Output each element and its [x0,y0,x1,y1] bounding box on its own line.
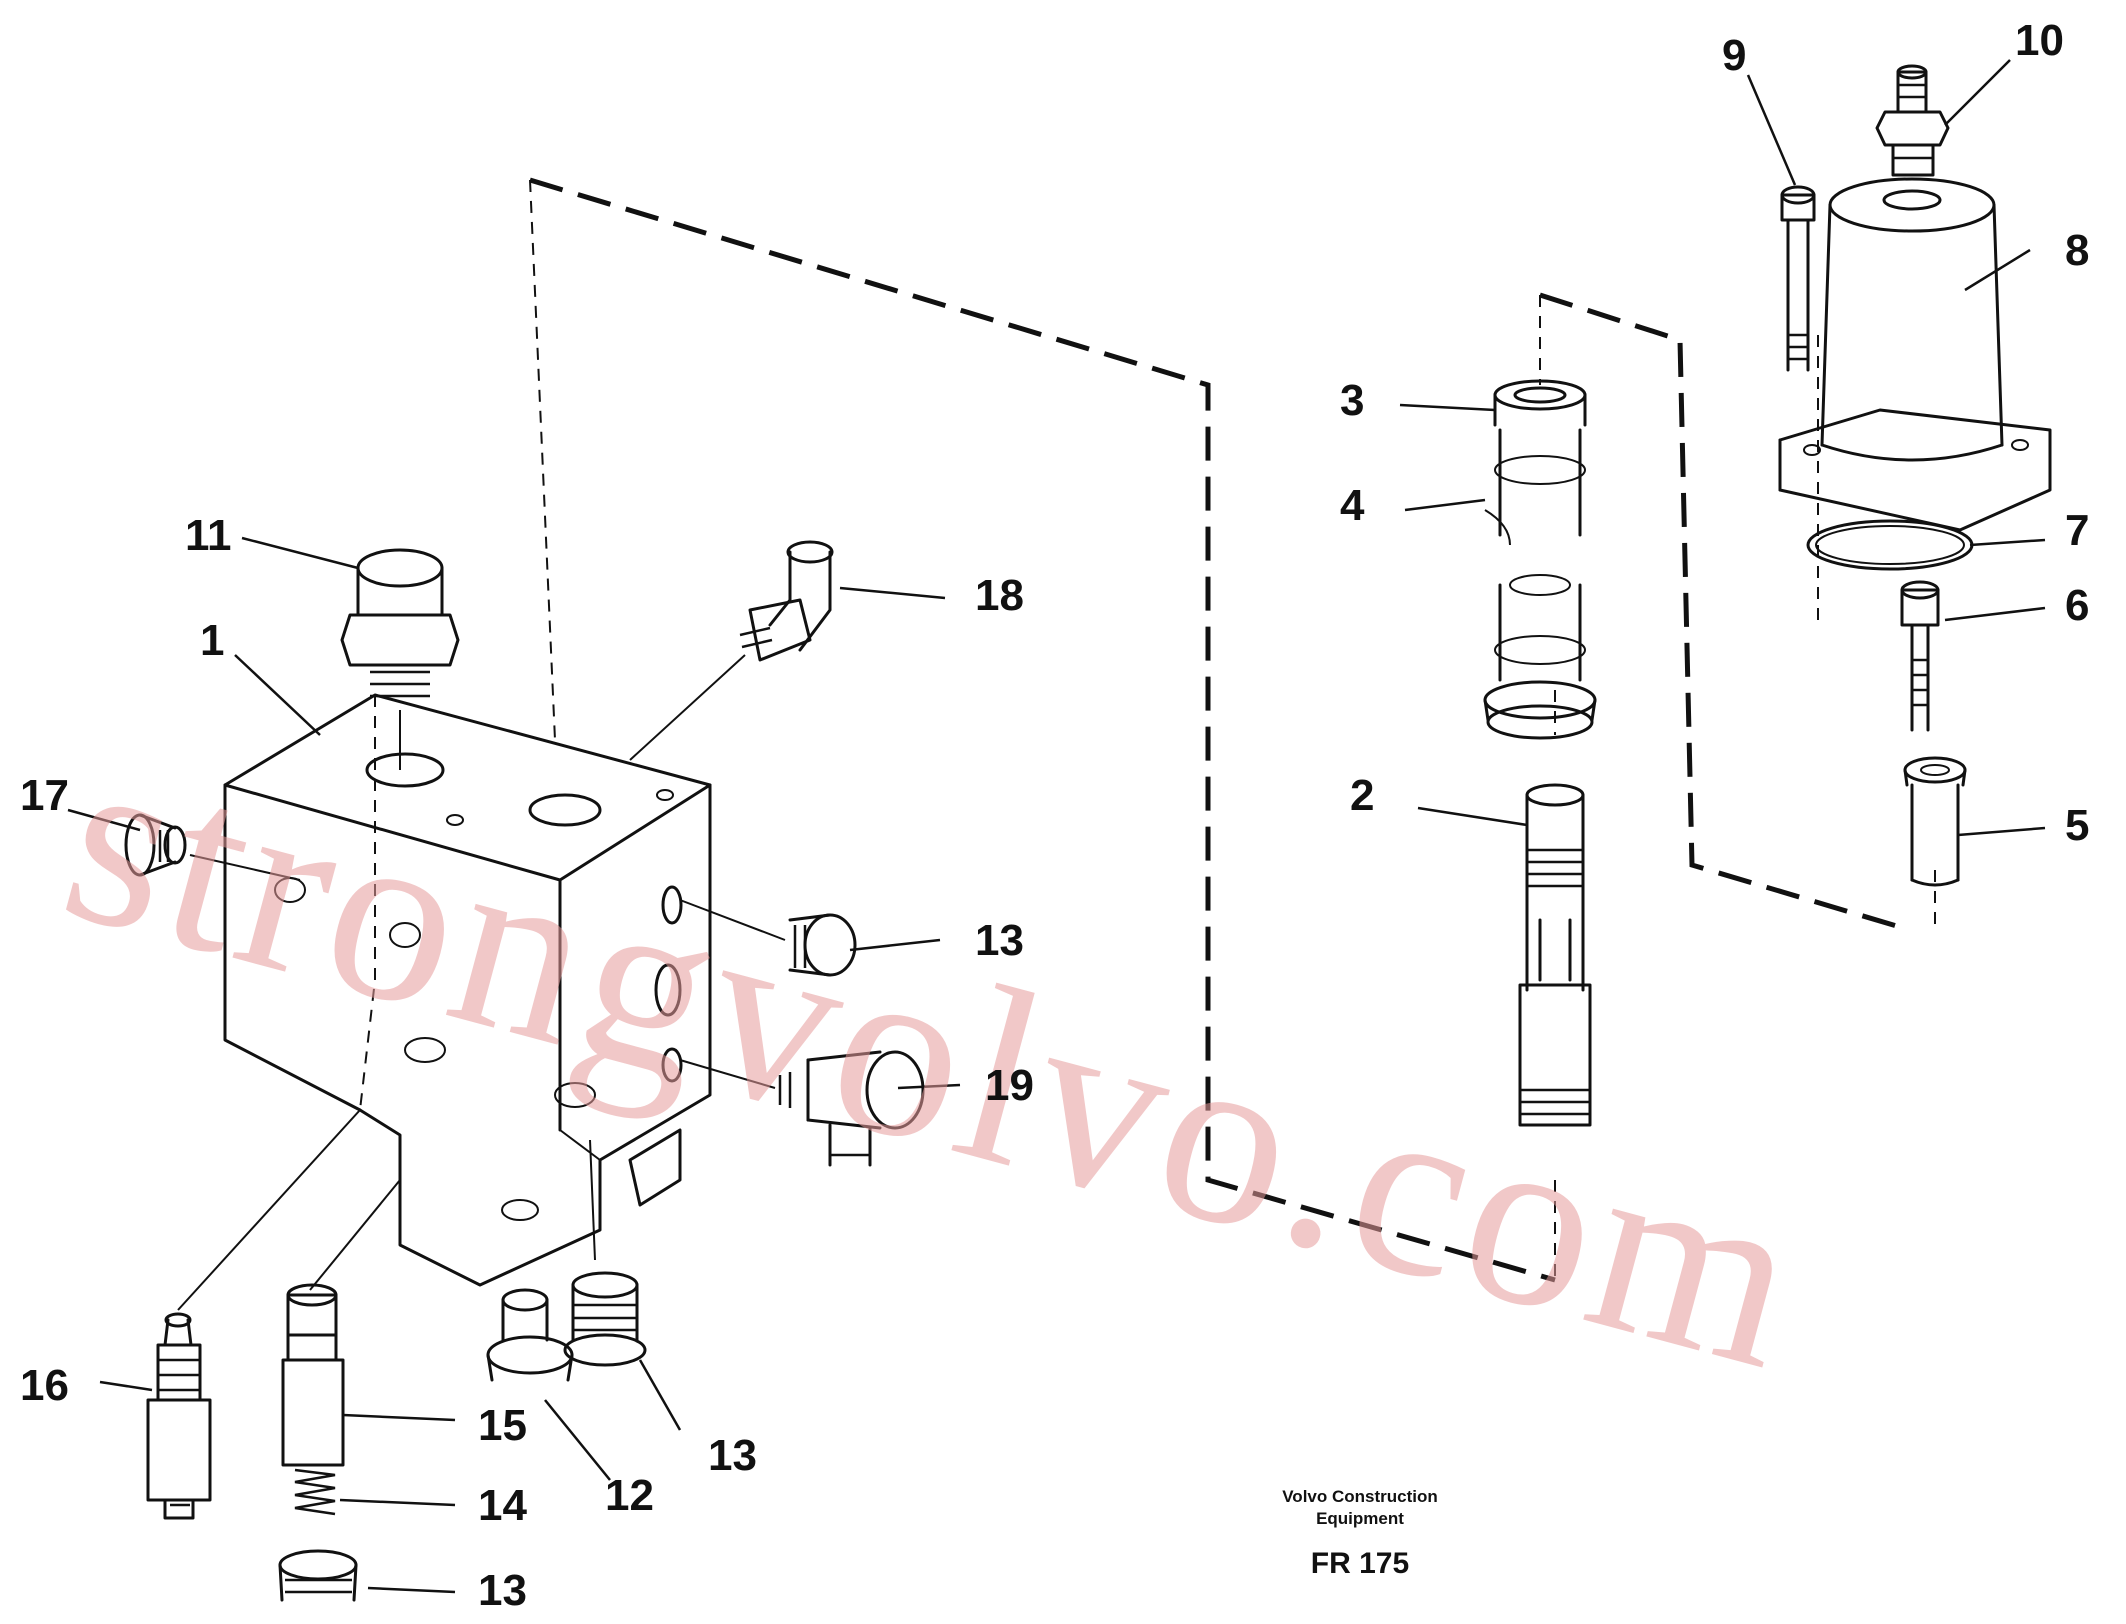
label-13a: 13 [975,916,1024,965]
leader-lines [67,59,2046,1594]
label-15: 15 [478,1401,527,1450]
valve-cartridge-16 [146,1109,361,1520]
label-1: 1 [200,616,224,665]
label-2: 2 [1350,771,1374,820]
cover-8 [1778,177,2052,532]
o-ring-7 [1806,519,1974,571]
label-10: 10 [2015,16,2064,65]
label-12: 12 [605,1471,654,1520]
spool-stack-15-14-13 [278,1179,401,1602]
label-7: 7 [2065,506,2089,555]
label-13b: 13 [708,1431,757,1480]
screw-6 [1900,580,1940,732]
label-19: 19 [985,1061,1034,1110]
plug-13-side [679,899,857,977]
plug-17 [124,813,301,881]
plugs-12-13-bottom [486,1139,647,1382]
label-3: 3 [1340,376,1364,425]
valve-block [223,693,712,1287]
label-18: 18 [975,571,1024,620]
seal-assembly-3-4 [1483,379,1597,740]
bolt-9 [1780,185,1816,372]
fitting-19 [679,1050,925,1167]
label-14: 14 [478,1481,527,1530]
label-5: 5 [2065,801,2089,850]
label-6: 6 [2065,581,2089,630]
publisher-line1: Volvo Construction [1282,1487,1438,1506]
label-16: 16 [20,1361,69,1410]
footer: Volvo Construction Equipment FR 175 [1282,1487,1438,1580]
nipple-10 [1875,64,1950,177]
label-4: 4 [1340,481,1365,530]
label-13c: 13 [478,1566,527,1615]
phantom-lines [529,177,1936,1285]
label-17: 17 [20,771,69,820]
drawing-code: FR 175 [1311,1547,1409,1580]
publisher-line2: Equipment [1316,1509,1404,1528]
part-labels: 1 2 3 4 5 6 7 8 9 10 11 12 13 13 13 14 1… [20,16,2089,1615]
label-11: 11 [185,511,232,560]
connector-11 [340,548,460,770]
sleeve-5 [1903,756,1967,887]
label-9: 9 [1722,31,1746,80]
spool-2 [1518,783,1592,1127]
label-8: 8 [2065,226,2089,275]
elbow-fitting-18 [629,540,834,761]
